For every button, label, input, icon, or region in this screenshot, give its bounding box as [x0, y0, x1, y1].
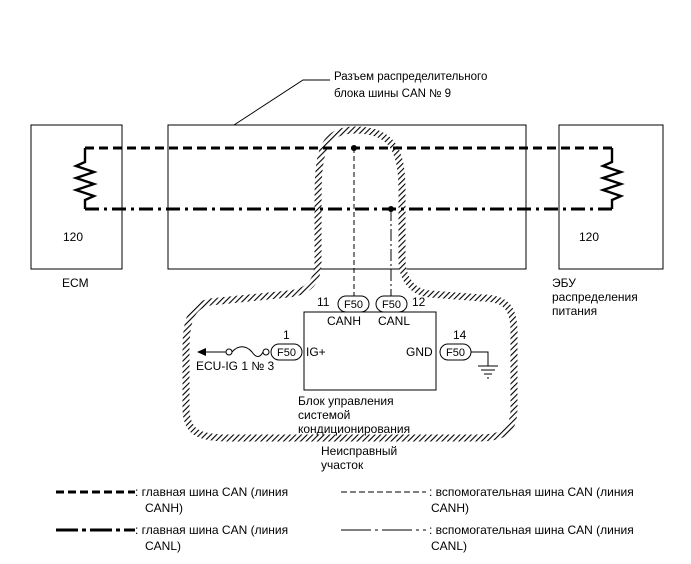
power-ecu-label-line2: распределения [552, 290, 638, 304]
ac-control-unit-box [303, 311, 437, 391]
canl-pin-label: CANL [378, 314, 410, 328]
legend-main-canl-line2: CANL) [145, 539, 181, 553]
ac-unit-name-line1: Блок управления [298, 394, 394, 408]
ig-pin-label: IG+ [306, 345, 326, 359]
ground-wire [471, 351, 489, 366]
gnd-pin-label: GND [406, 345, 433, 359]
pin-14-connector-label: F50 [446, 347, 465, 359]
power-ecu-label-line3: питания [552, 304, 597, 318]
legend-main-canh-line2: CANH) [145, 501, 183, 515]
legend-sub-canh-line1: : вспомогательная шина CAN (линия [429, 485, 634, 499]
ac-unit-name-line3: кондиционирования [298, 422, 410, 436]
callout-leader [233, 79, 330, 126]
pin-11-connector [337, 295, 370, 313]
faulty-area-outline [182, 126, 518, 442]
junction-connector-box [167, 124, 527, 270]
fuse-label: ECU-IG 1 № 3 [196, 359, 275, 373]
power-ecu-label-line1: ЭБУ [552, 276, 576, 290]
pin-1-connector [270, 343, 303, 361]
legend-main-canh-line1: : главная шина CAN (линия [135, 485, 288, 499]
ig-arrow-icon [197, 348, 206, 356]
fuse-icon [231, 346, 264, 357]
ecm-box [30, 124, 123, 270]
callout-text-line1: Разъем распределительного [334, 71, 487, 83]
pin-1-number: 1 [283, 328, 290, 342]
canh-splice-dot [351, 145, 357, 151]
pin-12-connector [375, 295, 408, 313]
legend-main-canl-line1: : главная шина CAN (линия [135, 523, 288, 537]
legend-sub-canl-line1: : вспомогательная шина CAN (линия [429, 523, 634, 537]
fuse-terminal-right [262, 348, 270, 356]
ecm-label: ECM [62, 276, 89, 290]
canl-splice-dot [388, 206, 394, 212]
canh-pin-label: CANH [327, 314, 361, 328]
ground-icon [478, 365, 498, 379]
ecu-resistor [599, 148, 625, 209]
pin-1-connector-label: F50 [277, 347, 296, 359]
legend-sub-canl-line2: CANL) [431, 539, 467, 553]
pin-14-number: 14 [453, 328, 467, 342]
ecu-resistance-value: 120 [579, 230, 599, 244]
pin-12-connector-label: F50 [382, 299, 401, 311]
faulty-area-label-line2: участок [321, 458, 364, 472]
ecm-resistance-value: 120 [63, 230, 83, 244]
pin-11-connector-label: F50 [344, 299, 363, 311]
ac-unit-name-line2: системой [298, 408, 350, 422]
legend-sub-canh-line2: CANH) [431, 501, 469, 515]
fuse-terminal-left [225, 348, 233, 356]
pin-12-number: 12 [412, 295, 426, 309]
pin-11-number: 11 [317, 295, 330, 309]
callout-text-line2: блока шины CAN № 9 [334, 88, 451, 100]
faulty-area-label-line1: Неисправный [321, 444, 397, 458]
ecm-resistor [72, 148, 98, 209]
